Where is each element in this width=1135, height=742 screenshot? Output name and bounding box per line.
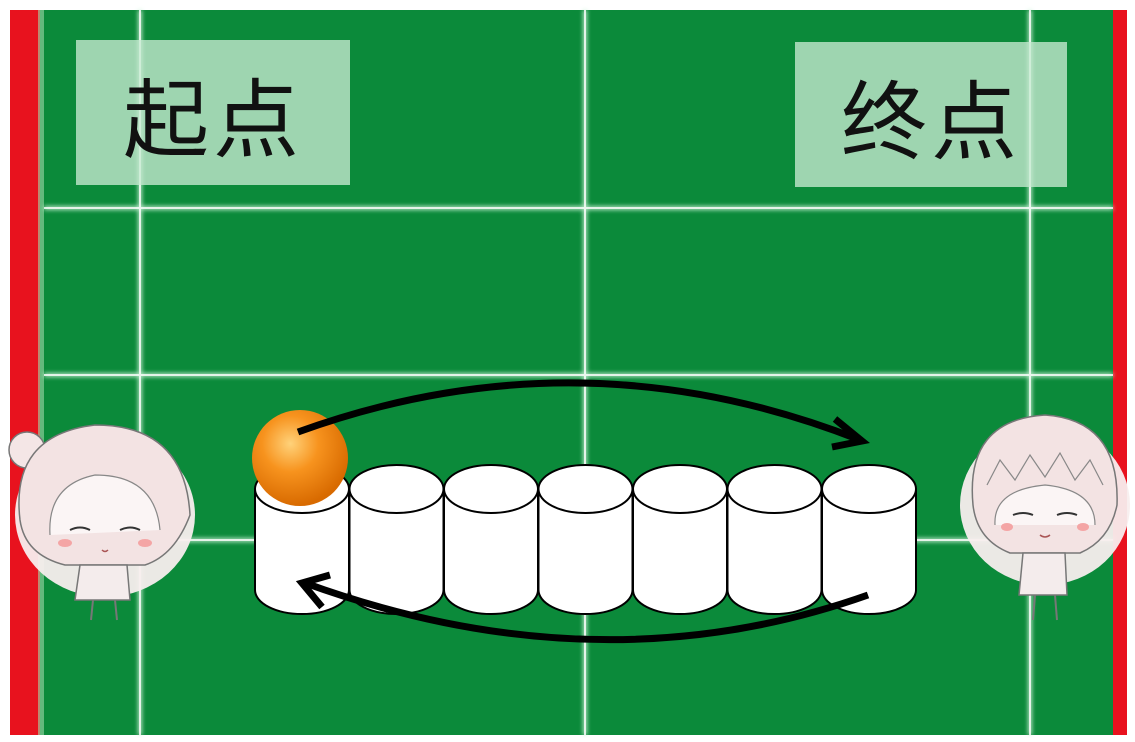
forward-arrow-head	[831, 416, 870, 451]
cylinder-row	[254, 464, 917, 615]
boy-figure-icon	[960, 414, 1130, 621]
end-label: 终点	[795, 42, 1067, 187]
forward-arrow-line	[296, 379, 862, 444]
ball-icon	[252, 410, 348, 506]
return-arrow-head	[295, 571, 331, 610]
return-arrow-line	[303, 579, 870, 644]
cylinder-7	[821, 464, 917, 615]
left-boundary	[10, 10, 40, 735]
cylinder-6	[726, 464, 823, 615]
cylinder-2	[348, 464, 445, 615]
cylinder-5	[632, 464, 728, 615]
cylinder-3	[443, 464, 539, 615]
right-boundary	[1113, 10, 1127, 735]
girl-figure-icon	[8, 424, 195, 621]
cylinder-4	[537, 464, 634, 615]
start-label: 起点	[76, 40, 350, 185]
